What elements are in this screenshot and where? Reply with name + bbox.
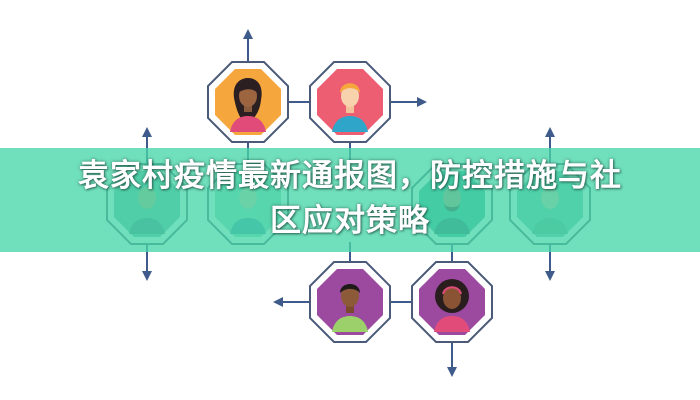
- title-line-1: 袁家村疫情最新通报图，防控措施与社: [78, 158, 622, 194]
- man-avatar-icon: [332, 284, 368, 332]
- title-line-2: 区应对策略: [270, 203, 430, 239]
- title-banner: [0, 148, 700, 252]
- woman-curly-avatar-icon: [434, 279, 470, 332]
- node-woman-top: [207, 61, 289, 143]
- woman-avatar-icon: [230, 78, 266, 132]
- node-man-bottom: [309, 261, 391, 343]
- node-man-top: [309, 61, 391, 143]
- node-woman-bottom: [411, 261, 493, 343]
- page-title: 袁家村疫情最新通报图，防控措施与社 区应对策略: [0, 154, 700, 244]
- man-avatar-icon: [332, 83, 368, 132]
